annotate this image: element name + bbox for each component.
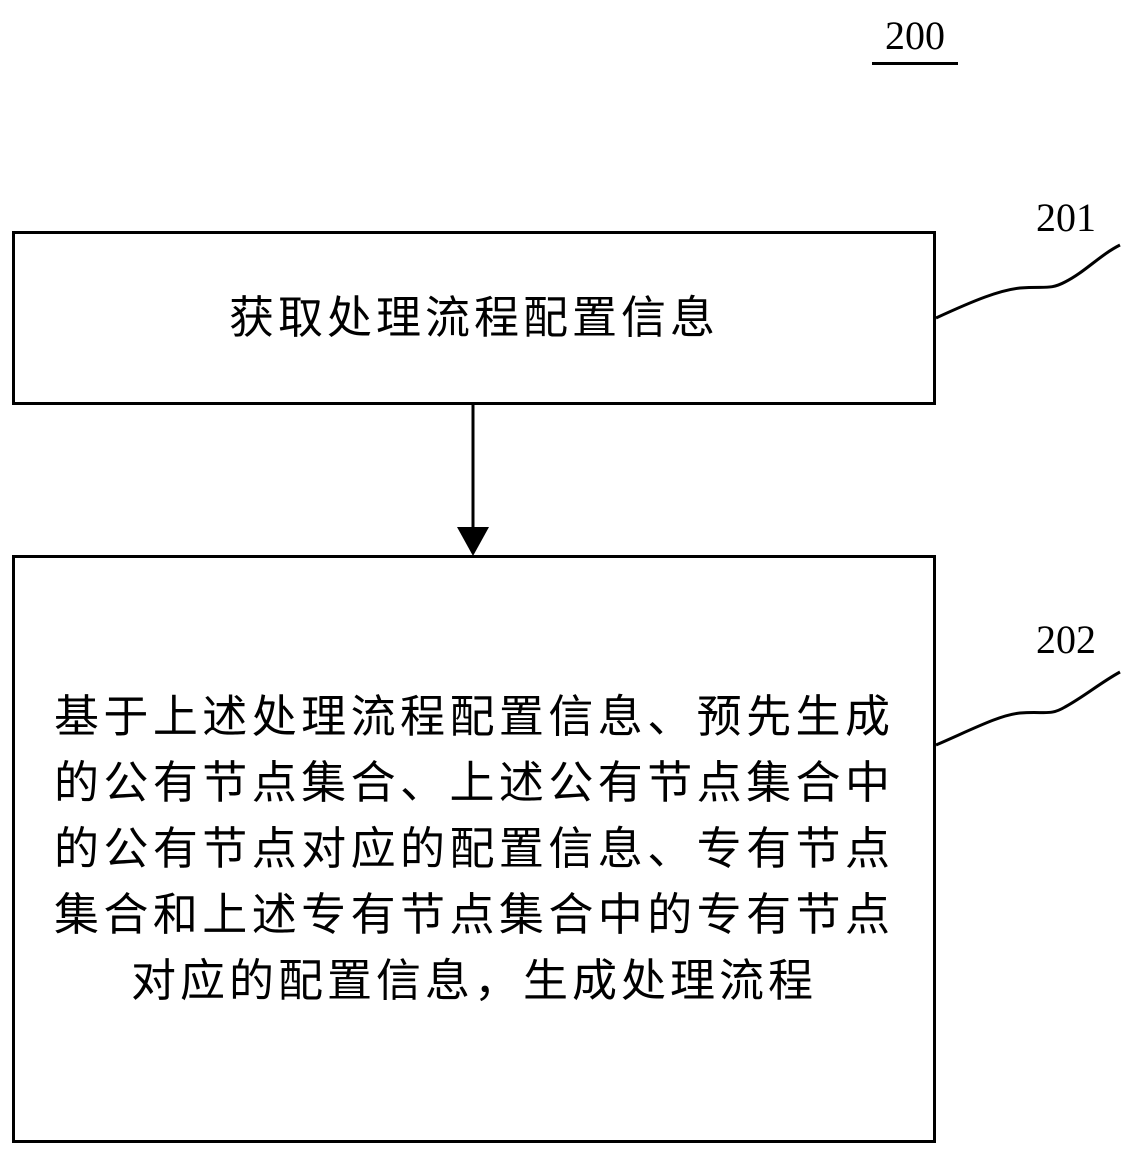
leader-line-202 xyxy=(935,670,1121,747)
step-box-202: 基于上述处理流程配置信息、预先生成的公有节点集合、上述公有节点集合中的公有节点对… xyxy=(12,555,936,1143)
step-box-201: 获取处理流程配置信息 xyxy=(12,231,936,405)
flow-arrow-head xyxy=(457,527,489,556)
step-text-202: 基于上述处理流程配置信息、预先生成的公有节点集合、上述公有节点集合中的公有节点对… xyxy=(54,690,894,1007)
ref-label-202: 202 xyxy=(1036,617,1096,662)
ref-label-201: 201 xyxy=(1036,195,1096,240)
step-text-201: 获取处理流程配置信息 xyxy=(228,291,719,344)
figure-number: 200 xyxy=(872,14,958,65)
leader-line-201 xyxy=(935,243,1121,320)
